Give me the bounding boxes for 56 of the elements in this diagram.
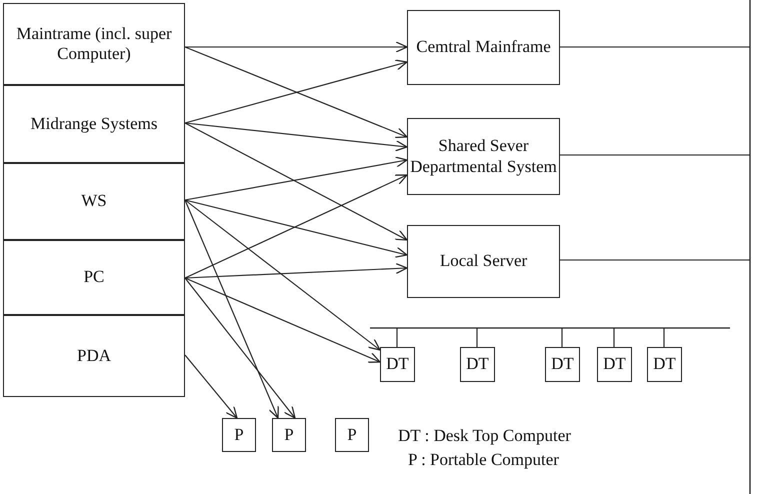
arrow [184,46,408,138]
node-label: DT [603,354,626,375]
legend-note: DT : Desk Top Computer [398,426,571,446]
computer-box [545,347,580,382]
node-label: DT [466,354,489,375]
node-label: Local Server [440,251,528,272]
computer-box [460,347,495,382]
server-box [407,118,560,195]
connector-line [396,328,398,347]
node-label: PDA [76,346,111,366]
connector-line [560,154,750,156]
arrow [184,199,408,258]
node-label: PC [84,267,104,288]
system-box [3,85,185,163]
connector-line [613,328,615,347]
system-box [3,3,185,85]
node-label: P [284,424,294,446]
node-label: WS [81,191,107,212]
arrow [184,278,296,419]
computer-box [222,418,256,452]
arrow [184,262,408,279]
arrow [185,41,408,53]
node-label: P [234,424,244,446]
connector-line [560,46,750,48]
connector-line [561,328,563,347]
node-label: DT [653,354,676,375]
computer-box [272,418,306,452]
arrow [184,60,408,124]
computer-box [380,347,415,382]
arrow [184,122,408,152]
arrow [184,200,381,351]
connector-line [560,259,750,261]
connector-line [663,328,665,347]
node-label: Midrange Systems [30,114,158,134]
connector-line [476,328,478,347]
arrow [184,200,279,419]
node-label: P [347,424,357,446]
node-label: Shared Sever Departmental System [409,136,558,177]
node-label: DT [551,354,574,375]
node-label: Cemtral Mainframe [416,37,551,58]
computer-box [335,418,369,452]
system-box [3,163,185,240]
system-box [3,240,185,315]
node-label: DT [386,354,409,375]
server-box [407,225,560,298]
arrow [184,354,238,419]
node-label: Maintrame (incl. super Computer) [15,24,173,64]
arrow [184,174,408,278]
arrow [184,122,408,241]
arrow [184,278,381,363]
legend-note: P : Portable Computer [408,450,559,470]
server-box [407,10,560,85]
system-box [3,315,185,397]
computer-box [597,347,632,382]
arrow [184,156,408,201]
computer-box [647,347,682,382]
